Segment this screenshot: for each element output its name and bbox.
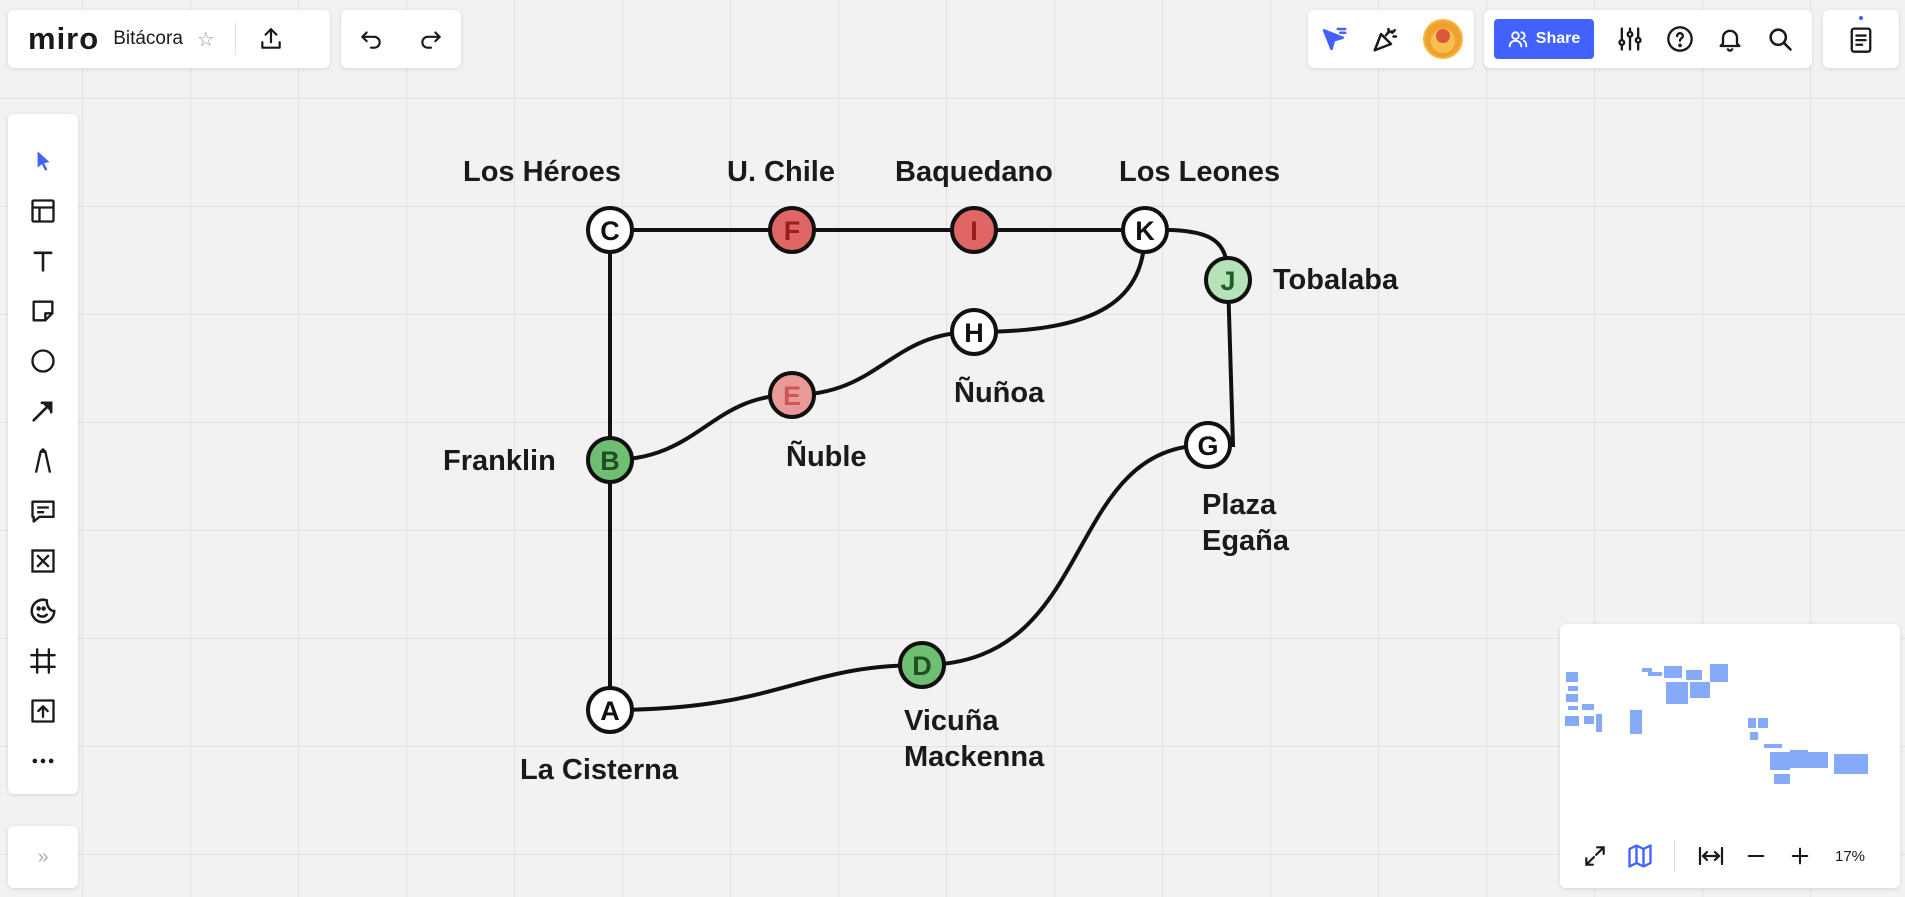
frame-x-icon[interactable] xyxy=(18,536,68,586)
crop-frame-icon[interactable] xyxy=(18,636,68,686)
node-i[interactable]: I xyxy=(950,206,998,254)
zoom-in-icon[interactable] xyxy=(1789,845,1811,867)
node-e[interactable]: E xyxy=(768,371,816,419)
bell-icon[interactable] xyxy=(1716,25,1744,53)
label-plaza-egana-line1[interactable]: Plaza xyxy=(1202,489,1277,521)
node-h-letter: H xyxy=(964,318,984,348)
node-i-letter: I xyxy=(970,216,978,246)
label-nuble[interactable]: Ñuble xyxy=(786,441,867,473)
node-k-letter: K xyxy=(1135,216,1155,246)
select-cursor-icon[interactable] xyxy=(18,136,68,186)
label-la-cisterna[interactable]: La Cisterna xyxy=(520,754,678,786)
node-j[interactable]: J xyxy=(1204,256,1252,304)
tools-toolbar xyxy=(8,114,78,794)
notification-dot xyxy=(1859,16,1863,20)
emoji-sticker-icon[interactable] xyxy=(18,586,68,636)
map-icon[interactable] xyxy=(1626,842,1654,870)
celebrate-icon[interactable] xyxy=(1371,24,1401,54)
edge-a-d xyxy=(608,663,924,712)
undo-icon[interactable] xyxy=(358,26,384,52)
cursor-filter-icon[interactable] xyxy=(1319,24,1349,54)
node-c[interactable]: C xyxy=(586,206,634,254)
node-e-letter: E xyxy=(783,381,801,411)
star-icon[interactable]: ☆ xyxy=(196,28,215,51)
zoom-out-icon[interactable] xyxy=(1745,845,1767,867)
more-tools-icon[interactable] xyxy=(18,736,68,786)
node-d-letter: D xyxy=(912,651,932,681)
edge-e-h xyxy=(790,330,976,397)
node-a-letter: A xyxy=(600,696,620,726)
label-u-chile[interactable]: U. Chile xyxy=(727,156,835,188)
label-vicuna-mackenna-line1[interactable]: Vicuña xyxy=(904,705,999,737)
board-title[interactable]: Bitácora xyxy=(113,28,183,49)
board-header: miro Bitácora ☆ xyxy=(8,10,330,68)
minimap[interactable]: 17% xyxy=(1560,624,1900,888)
node-a[interactable]: A xyxy=(586,686,634,734)
double-chevron-right-icon: » xyxy=(37,845,49,868)
label-los-leones[interactable]: Los Leones xyxy=(1119,156,1281,188)
edge-h-k xyxy=(972,228,1147,334)
search-icon[interactable] xyxy=(1766,25,1794,53)
node-j-letter: J xyxy=(1220,266,1235,296)
shape-circle-icon[interactable] xyxy=(18,336,68,386)
label-baquedano[interactable]: Baquedano xyxy=(895,156,1053,188)
miro-logo[interactable]: miro xyxy=(28,21,100,56)
minimap-controls: 17% xyxy=(1560,824,1900,888)
fullscreen-icon[interactable] xyxy=(1582,843,1608,869)
text-icon[interactable] xyxy=(18,236,68,286)
undo-redo-panel xyxy=(341,10,461,68)
zoom-level[interactable]: 17% xyxy=(1835,847,1866,865)
node-d[interactable]: D xyxy=(898,641,946,689)
label-plaza-egana-line2[interactable]: Egaña xyxy=(1202,525,1290,557)
upload-content-icon[interactable] xyxy=(18,686,68,736)
label-vicuna-mackenna-line2[interactable]: Mackenna xyxy=(904,741,1045,773)
settings-sliders-icon[interactable] xyxy=(1616,25,1644,53)
upload-icon[interactable] xyxy=(258,26,284,52)
arrow-icon[interactable] xyxy=(18,386,68,436)
collaboration-panel xyxy=(1308,10,1474,68)
node-c-letter: C xyxy=(600,216,620,246)
node-f[interactable]: F xyxy=(768,206,816,254)
share-label: Share xyxy=(1535,30,1581,47)
edge-b-e xyxy=(608,393,794,462)
edge-d-g xyxy=(920,443,1210,667)
label-franklin[interactable]: Franklin xyxy=(443,445,556,477)
node-h[interactable]: H xyxy=(950,308,998,356)
share-button[interactable]: Share xyxy=(1494,19,1594,59)
fit-width-icon[interactable] xyxy=(1697,844,1725,868)
comment-icon[interactable] xyxy=(18,486,68,536)
label-tobalaba[interactable]: Tobalaba xyxy=(1273,264,1399,296)
redo-icon[interactable] xyxy=(418,26,444,52)
templates-icon[interactable] xyxy=(18,186,68,236)
node-g[interactable]: G xyxy=(1184,421,1232,469)
divider xyxy=(1674,840,1675,872)
node-f-letter: F xyxy=(784,216,801,246)
node-b[interactable]: B xyxy=(586,436,634,484)
pen-icon[interactable] xyxy=(18,436,68,486)
notes-icon[interactable] xyxy=(1847,16,1875,54)
share-toolbar: Share xyxy=(1484,10,1812,68)
minimap-canvas[interactable] xyxy=(1560,624,1900,824)
node-b-letter: B xyxy=(600,446,620,476)
notes-panel xyxy=(1823,10,1899,68)
label-nunoa[interactable]: Ñuñoa xyxy=(954,377,1045,409)
avatar[interactable] xyxy=(1423,19,1463,59)
sticky-note-icon[interactable] xyxy=(18,286,68,336)
node-g-letter: G xyxy=(1197,431,1218,461)
divider xyxy=(234,23,236,55)
node-k[interactable]: K xyxy=(1121,206,1169,254)
label-los-heroes[interactable]: Los Héroes xyxy=(463,156,621,188)
expand-sidebar-button[interactable]: » xyxy=(8,826,78,888)
share-users-icon xyxy=(1508,31,1528,48)
help-icon[interactable] xyxy=(1666,25,1694,53)
edge-j-g xyxy=(1206,278,1236,447)
